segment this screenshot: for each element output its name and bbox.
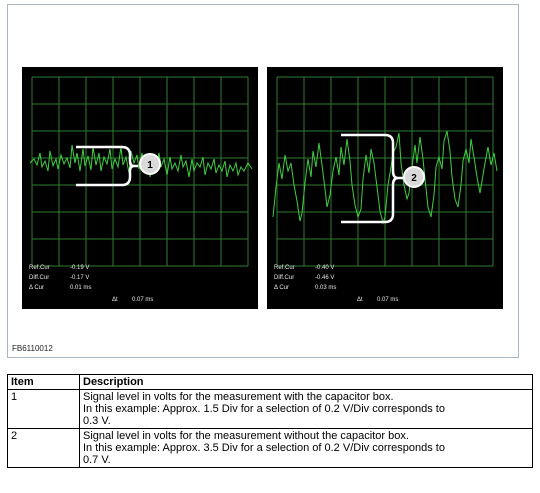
scope-left-delta-label: Δ Cur bbox=[29, 285, 45, 291]
row-1-item: 1 bbox=[7, 389, 80, 429]
row-2-line-1: Signal level in volts for the measuremen… bbox=[83, 430, 409, 442]
row-2-description: Signal level in volts for the measuremen… bbox=[79, 428, 533, 468]
scope-right-graphic: 2 bbox=[272, 76, 498, 267]
row-2-line-3: 0.7 V. bbox=[83, 454, 111, 466]
scope-left-dt-value: 0.07 ms bbox=[132, 297, 154, 303]
item-description-table: Item Description 1 Signal level in volts… bbox=[7, 374, 533, 468]
scope-right-dt-label: Δt bbox=[357, 297, 363, 303]
scope-right-delta-label: Δ Cur bbox=[274, 285, 290, 291]
scope-left-dt-label: Δt bbox=[112, 297, 118, 303]
oscilloscope-figure: 1 Ref.Cur -0.19 V Diff.Cur -0.17 V Δ Cur… bbox=[7, 4, 519, 358]
scope-left-diff-label: Diff.Cur bbox=[29, 275, 50, 281]
callout-1: 1 bbox=[139, 153, 161, 175]
scope-right-ref-label: Ref.Cur bbox=[274, 265, 295, 271]
scope-left-ref-value: -0.19 V bbox=[70, 265, 90, 271]
scope-right-ref-value: -0.40 V bbox=[315, 265, 335, 271]
scope-left-diff-value: -0.17 V bbox=[70, 275, 90, 281]
scope-left-delta-value: 0.01 ms bbox=[70, 285, 92, 291]
scope-with-capacitor-box: 1 Ref.Cur -0.19 V Diff.Cur -0.17 V Δ Cur… bbox=[22, 67, 258, 309]
header-description: Description bbox=[79, 374, 533, 390]
callout-1-label: 1 bbox=[147, 160, 153, 171]
scope-right-diff-value: -0.46 V bbox=[315, 275, 335, 281]
scope-left-ref-label: Ref.Cur bbox=[29, 265, 50, 271]
scope-left-grid bbox=[31, 76, 249, 267]
scope-right-delta-value: 0.03 ms bbox=[315, 285, 337, 291]
row-1-line-3: 0.3 V. bbox=[83, 415, 111, 427]
scope-right-bracket bbox=[341, 133, 403, 224]
scope-right-diff-label: Diff.Cur bbox=[274, 275, 295, 281]
figure-code: FB6110012 bbox=[12, 344, 53, 353]
callout-2-label: 2 bbox=[411, 173, 417, 184]
scope-left-graphic: 1 bbox=[29, 76, 253, 267]
table-row: 1 Signal level in volts for the measurem… bbox=[7, 389, 533, 429]
row-2-item: 2 bbox=[7, 428, 80, 468]
scope-right-dt-value: 0.07 ms bbox=[377, 297, 399, 303]
row-1-line-2: In this example: Approx. 1.5 Div for a s… bbox=[83, 403, 445, 415]
scope-left-trace bbox=[29, 144, 253, 178]
scope-without-capacitor-box: 2 Ref.Cur -0.40 V Diff.Cur -0.46 V Δ Cur… bbox=[267, 67, 503, 309]
scope-left-bracket bbox=[76, 145, 138, 187]
row-1-line-1: Signal level in volts for the measuremen… bbox=[83, 391, 394, 403]
scope-right-trace bbox=[272, 130, 498, 225]
callout-2: 2 bbox=[403, 166, 425, 188]
row-2-line-2: In this example: Approx. 3.5 Div for a s… bbox=[83, 442, 445, 454]
table-header-row: Item Description bbox=[7, 374, 533, 390]
scope-right-grid bbox=[276, 76, 494, 267]
header-item: Item bbox=[7, 374, 80, 390]
table-row: 2 Signal level in volts for the measurem… bbox=[7, 428, 533, 468]
row-1-description: Signal level in volts for the measuremen… bbox=[79, 389, 533, 429]
